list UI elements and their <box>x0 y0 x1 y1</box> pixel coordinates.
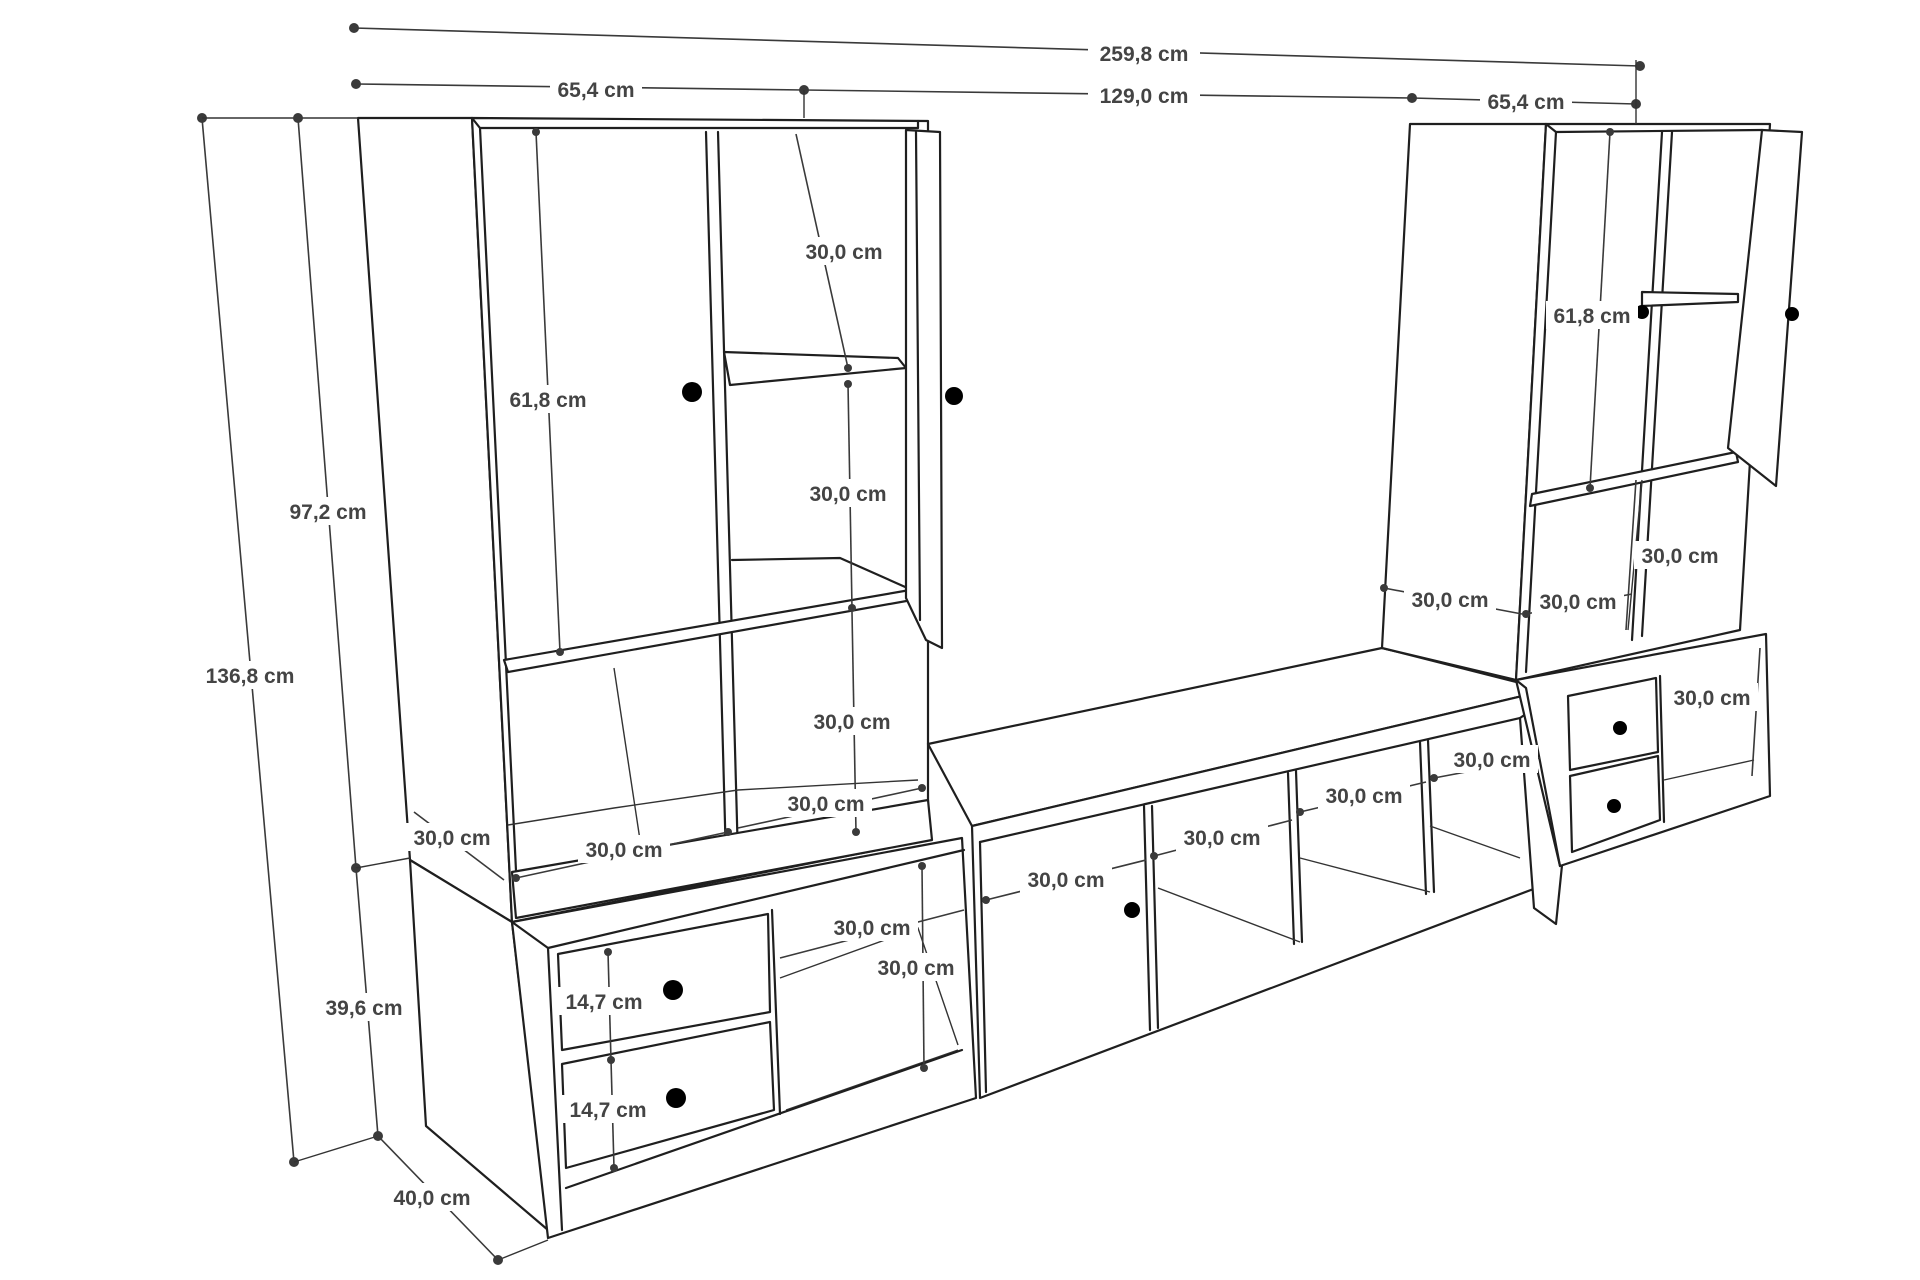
left-tower-door[interactable] <box>904 128 944 650</box>
middle-door-knob[interactable] <box>1124 902 1140 918</box>
label-mid-cube-2: 30,0 cm <box>1183 827 1260 850</box>
label-drawer-bottom: 14,7 cm <box>569 1099 646 1122</box>
label-left-base-cube-w: 30,0 cm <box>833 917 910 940</box>
label-total-width: 259,8 cm <box>1100 43 1189 66</box>
label-total-height: 136,8 cm <box>206 665 295 688</box>
label-left-shelf-low: 30,0 cm <box>813 711 890 734</box>
dimension-labels: 259,8 cm 65,4 cm 129,0 cm 65,4 cm 136,8 … <box>194 39 1758 1211</box>
label-left-cube-width-b: 30,0 cm <box>787 793 864 816</box>
label-right-base-cube: 30,0 cm <box>1673 687 1750 710</box>
drawer-top[interactable] <box>556 912 772 1052</box>
label-mid-cube-1: 30,0 cm <box>1027 869 1104 892</box>
right-left-knob[interactable] <box>1635 305 1649 319</box>
label-right-open-width-b: 30,0 cm <box>1539 591 1616 614</box>
label-right-open-width: 30,0 cm <box>1411 589 1488 612</box>
drawer-bottom-knob[interactable] <box>666 1088 686 1108</box>
right-drawer-top-knob[interactable] <box>1613 721 1627 735</box>
right-drawer-bottom-knob[interactable] <box>1607 799 1621 813</box>
label-drawer-top: 14,7 cm <box>565 991 642 1014</box>
right-drawer-top[interactable] <box>1566 676 1660 772</box>
label-left-cube-width: 30,0 cm <box>585 839 662 862</box>
label-mid-cube-3: 30,0 cm <box>1325 785 1402 808</box>
label-lower-height: 39,6 cm <box>325 997 402 1020</box>
label-mid-cube-4: 30,0 cm <box>1453 749 1530 772</box>
label-left-shelf-top: 30,0 cm <box>805 241 882 264</box>
label-left-door-height: 61,8 cm <box>509 389 586 412</box>
right-tower-door[interactable] <box>1726 128 1804 488</box>
label-left-shelf-mid: 30,0 cm <box>809 483 886 506</box>
left-door-knob[interactable] <box>945 387 963 405</box>
label-right-tower-width: 65,4 cm <box>1487 91 1564 114</box>
label-upper-height: 97,2 cm <box>289 501 366 524</box>
right-door-knob[interactable] <box>1785 307 1799 321</box>
drawer-top-knob[interactable] <box>663 980 683 1000</box>
label-right-cube-height: 30,0 cm <box>1641 545 1718 568</box>
label-left-base-cube-h: 30,0 cm <box>877 957 954 980</box>
left-tower-divider <box>704 130 728 862</box>
label-right-door-height: 61,8 cm <box>1553 305 1630 328</box>
label-middle-width: 129,0 cm <box>1100 85 1189 108</box>
left-left-knob[interactable] <box>682 382 702 402</box>
label-depth: 40,0 cm <box>393 1187 470 1210</box>
label-left-tower-width: 65,4 cm <box>557 79 634 102</box>
label-left-cube-depth: 30,0 cm <box>413 827 490 850</box>
